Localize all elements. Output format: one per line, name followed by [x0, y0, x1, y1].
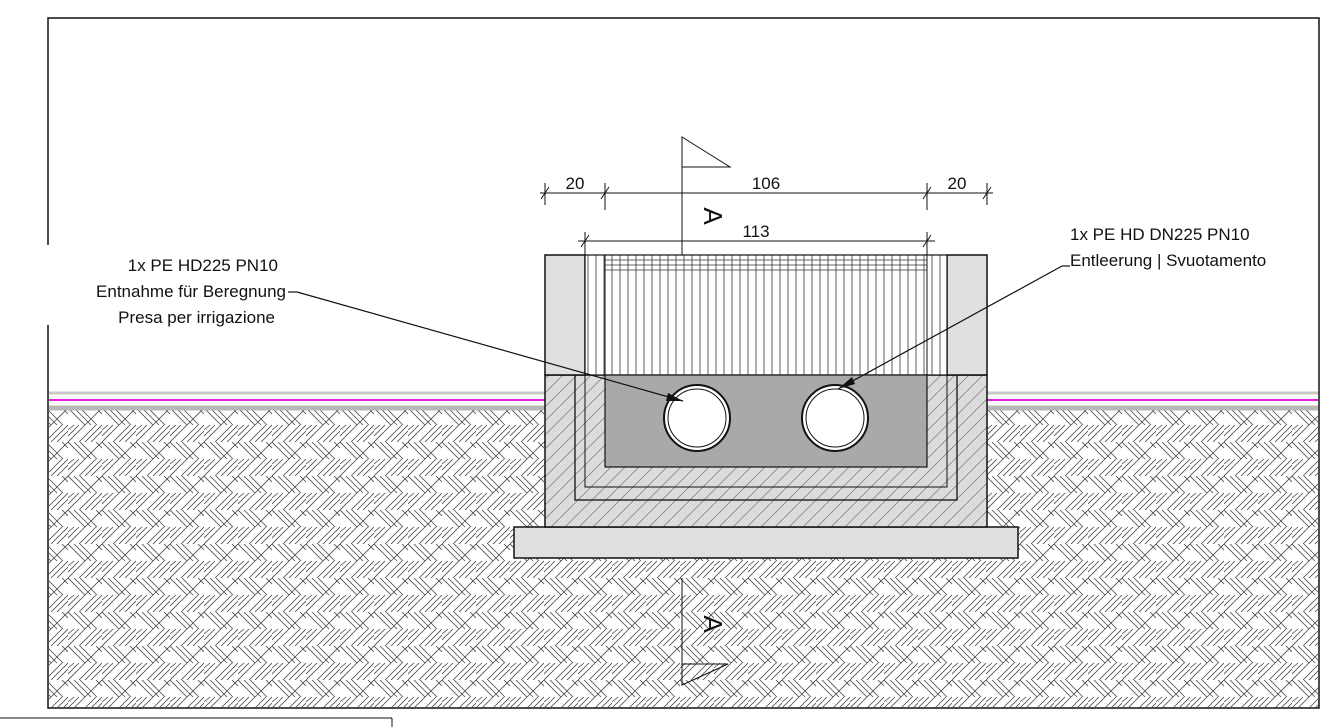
water-basin: [604, 374, 928, 468]
wall-left: [544, 254, 586, 376]
leader-arrow-left: [666, 393, 683, 401]
section-label-bottom: A: [698, 615, 728, 633]
grating: [584, 254, 948, 376]
callout-right-line-2: Entleerung | Svuotamento: [1070, 251, 1266, 270]
foundation-slab: [513, 526, 1019, 559]
grating-frame-right: [926, 254, 948, 376]
callout-left-bg: [36, 245, 288, 325]
dim-left: 20: [566, 174, 585, 193]
soil-right: [987, 410, 1318, 707]
pipe-right: [801, 384, 869, 452]
grating-frame-left: [584, 254, 606, 376]
leader-lines: [286, 265, 1070, 402]
section-label-top: A: [698, 207, 728, 225]
wall-right: [946, 254, 988, 376]
soil-left: [49, 410, 545, 707]
ground-surface: [49, 391, 1318, 411]
callout-left-line-3: Presa per irrigazione: [118, 308, 275, 327]
dimension-lines: [540, 183, 993, 255]
dim-right: 20: [948, 174, 967, 193]
dim-inner: 113: [742, 222, 769, 241]
soil-below: [545, 558, 987, 707]
leader-arrow-right: [838, 377, 855, 389]
dim-center: 106: [752, 174, 780, 193]
section-marker-top: [681, 136, 732, 255]
section-marker-bottom: [681, 578, 729, 686]
pipe-left: [663, 384, 731, 452]
callout-right-line-1: 1x PE HD DN225 PN10: [1070, 225, 1250, 244]
callout-left-line-1: 1x PE HD225 PN10: [128, 256, 278, 275]
callout-left-line-2: Entnahme für Beregnung: [96, 282, 286, 301]
grating-top-lines: [605, 259, 927, 271]
